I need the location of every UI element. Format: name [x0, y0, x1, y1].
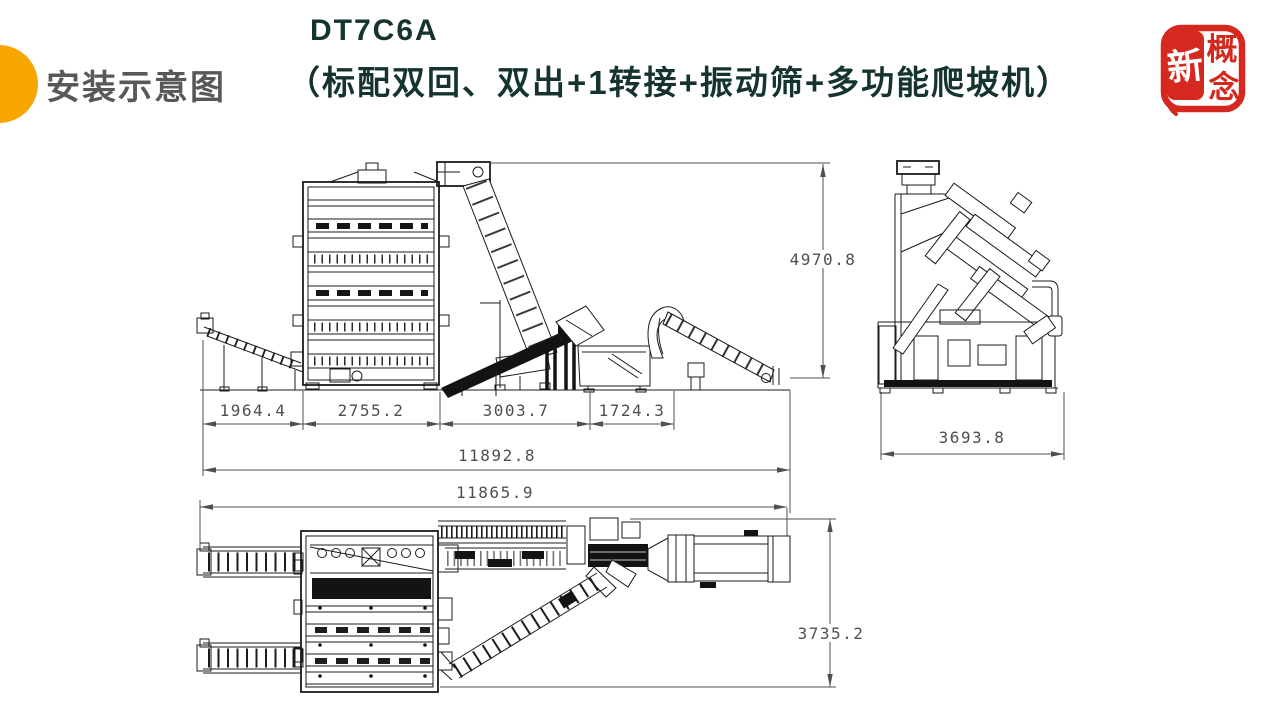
seal-char-xin: 新 — [1165, 44, 1205, 90]
seal-char-nian: 念 — [1209, 70, 1240, 106]
dim-total-plan: 11865.9 — [456, 483, 534, 502]
seal-char-gai: 概 — [1207, 32, 1238, 68]
climbing-conveyor — [647, 306, 780, 390]
end-view-chutes — [924, 182, 1055, 334]
end-view-top-hopper — [896, 160, 940, 195]
dim-seg4: 1724.3 — [599, 401, 666, 420]
end-view-brace — [892, 283, 949, 355]
dim-width-end: 3693.8 — [939, 428, 1006, 447]
plan-transfer-units — [566, 517, 648, 598]
view-end-elevation — [877, 160, 1063, 394]
vibrating-screen — [555, 305, 651, 393]
view-side-elevation — [196, 161, 790, 398]
dim-seg2: 2755.2 — [338, 401, 405, 420]
dim-seg3: 3003.7 — [483, 401, 550, 420]
discharge-belt — [441, 323, 576, 398]
plan-return-conveyor — [437, 520, 566, 573]
plan-left-conveyor-top — [196, 542, 304, 578]
end-view-pipe — [1023, 280, 1063, 345]
dim-height-side: 4970.8 — [790, 250, 857, 269]
plan-outfeed-assembly — [647, 530, 791, 588]
seal-red-block — [1167, 31, 1204, 100]
model-name: DT7C6A — [310, 14, 439, 47]
end-view-base — [877, 309, 1058, 394]
infeed-conveyor — [196, 312, 304, 392]
dim-total-side: 11892.8 — [458, 446, 536, 465]
brand-seal-logo: 新 概 念 — [1160, 24, 1246, 116]
dim-depth-plan: 3735.2 — [798, 624, 865, 643]
page-title: 安装示意图 — [46, 69, 226, 107]
dim-seg1: 1964.4 — [220, 401, 287, 420]
main-machine-body — [290, 162, 450, 390]
config-subtitle: （标配双回、双出+1转接+振动筛+多功能爬坡机） — [287, 64, 1072, 101]
title-block: DT7C6A （标配双回、双出+1转接+振动筛+多功能爬坡机） — [287, 14, 1071, 104]
view-plan — [196, 517, 791, 693]
plan-left-conveyor-bottom — [196, 638, 304, 674]
plan-diagonal-conveyor — [437, 572, 608, 681]
dimension-annotations: 1964.4 2755.2 3003.7 1724.3 11892.8 1186… — [199, 162, 1065, 688]
plan-main-body — [293, 530, 439, 693]
